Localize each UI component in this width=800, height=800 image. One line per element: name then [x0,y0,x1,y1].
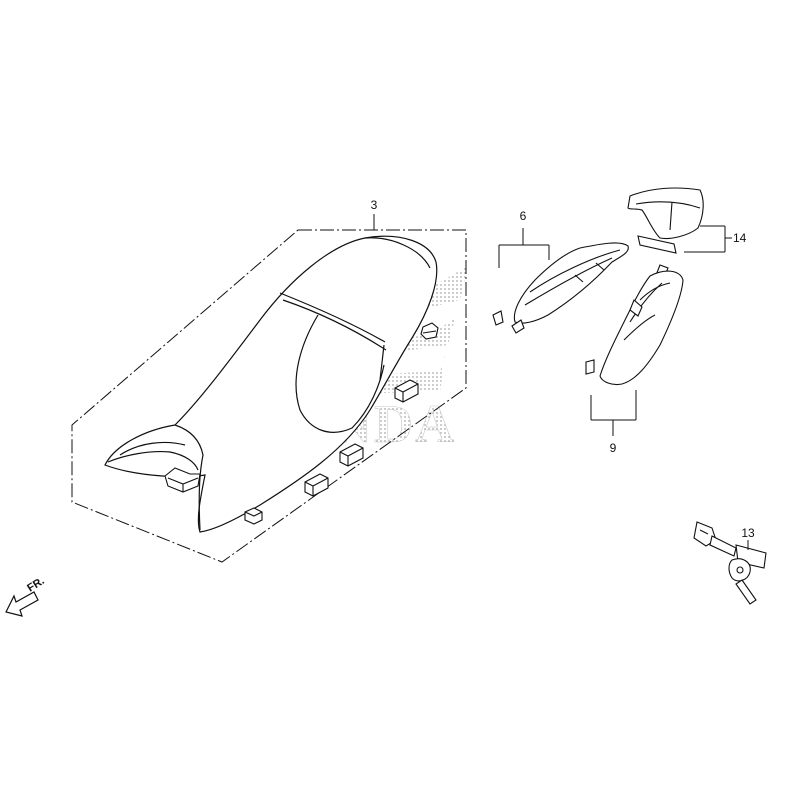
right-side-cover [585,270,684,386]
right-cover-bracket [590,390,637,436]
rear-cowl-callout: 14 [733,231,747,245]
rear-cowl [627,187,704,279]
left-cover-callout: 6 [520,209,527,223]
front-direction-arrow [5,591,39,617]
seat-cushion-blocks [164,322,439,525]
seat-block-3 [304,473,329,497]
left-cover-bracket [498,228,550,268]
seat-lock-assembly [693,521,767,605]
rear-cowl-bracket [684,225,732,253]
seat [104,235,438,533]
seat-group-boundary [71,229,467,563]
left-side-cover [492,242,629,334]
seat-bumper-lower [244,507,263,525]
front-label: FR. [25,575,46,595]
right-cover-callout: 9 [610,441,617,455]
seat-block-1 [394,379,419,403]
seat-callout: 3 [371,198,378,212]
seat-bumper-upper [420,322,439,340]
seat-lock-callout: 13 [741,526,755,540]
seat-block-2 [339,443,364,467]
seat-block-4 [164,467,201,493]
